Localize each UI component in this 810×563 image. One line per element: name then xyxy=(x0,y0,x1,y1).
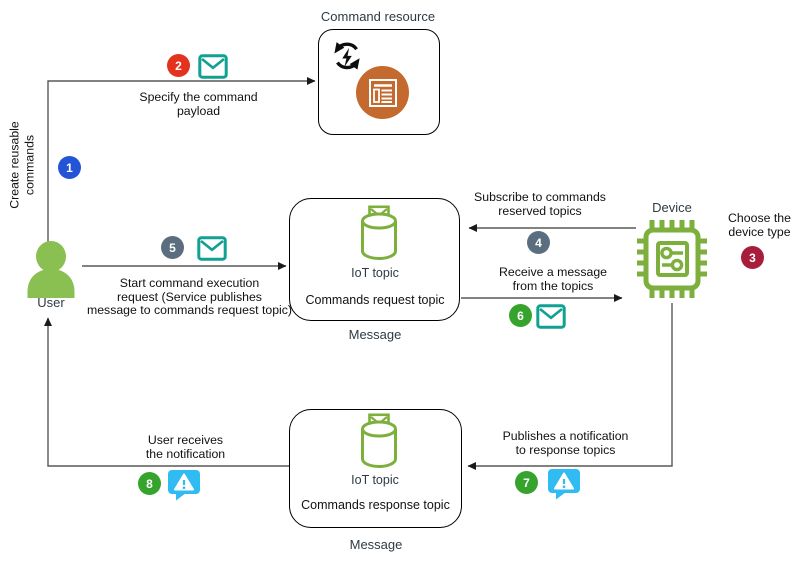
step3-badge: 3 xyxy=(741,246,764,269)
message-icon xyxy=(536,304,566,329)
iot-topic-icon xyxy=(358,205,400,262)
notification-icon xyxy=(167,469,201,501)
step5-text: Start command execution request (Service… xyxy=(86,276,293,317)
step6-badge: 6 xyxy=(509,304,532,327)
step1-badge: 1 xyxy=(58,156,81,179)
sync-icon xyxy=(330,41,364,75)
notification-icon xyxy=(547,468,581,500)
step4-text: Subscribe to commands reserved topics xyxy=(474,190,606,218)
message-icon xyxy=(198,54,228,79)
device-label: Device xyxy=(652,200,692,215)
device-icon xyxy=(634,215,710,303)
step2-badge: 2 xyxy=(167,54,190,77)
request-topic-title: Commands request topic xyxy=(305,293,445,307)
connector-user-to-command-resource xyxy=(47,77,316,242)
message-icon xyxy=(197,236,227,261)
step7-badge: 7 xyxy=(515,471,538,494)
command-resource-icon xyxy=(356,66,409,119)
request-topic-caption: Message xyxy=(348,327,402,342)
step4-badge: 4 xyxy=(527,231,550,254)
user-label: User xyxy=(37,295,65,310)
step8-text: User receives the notification xyxy=(145,433,226,461)
step5-badge: 5 xyxy=(161,236,184,259)
connector-response-topic-to-user xyxy=(44,317,290,467)
command-resource-label: Command resource xyxy=(320,9,436,24)
user-icon xyxy=(22,241,80,298)
connector-device-to-response-topic xyxy=(467,303,673,470)
response-topic-icon-label: IoT topic xyxy=(351,473,399,487)
step2-text: Specify the command payload xyxy=(139,90,258,118)
step8-badge: 8 xyxy=(138,472,161,495)
iot-topic-icon xyxy=(358,413,400,470)
response-topic-caption: Message xyxy=(349,537,403,552)
request-topic-icon-label: IoT topic xyxy=(351,266,399,280)
step7-text: Publishes a notification to response top… xyxy=(502,429,629,457)
response-topic-title: Commands response topic xyxy=(301,498,450,512)
step6-text: Receive a message from the topics xyxy=(499,265,607,293)
step3-text: Choose the device type xyxy=(728,211,791,239)
